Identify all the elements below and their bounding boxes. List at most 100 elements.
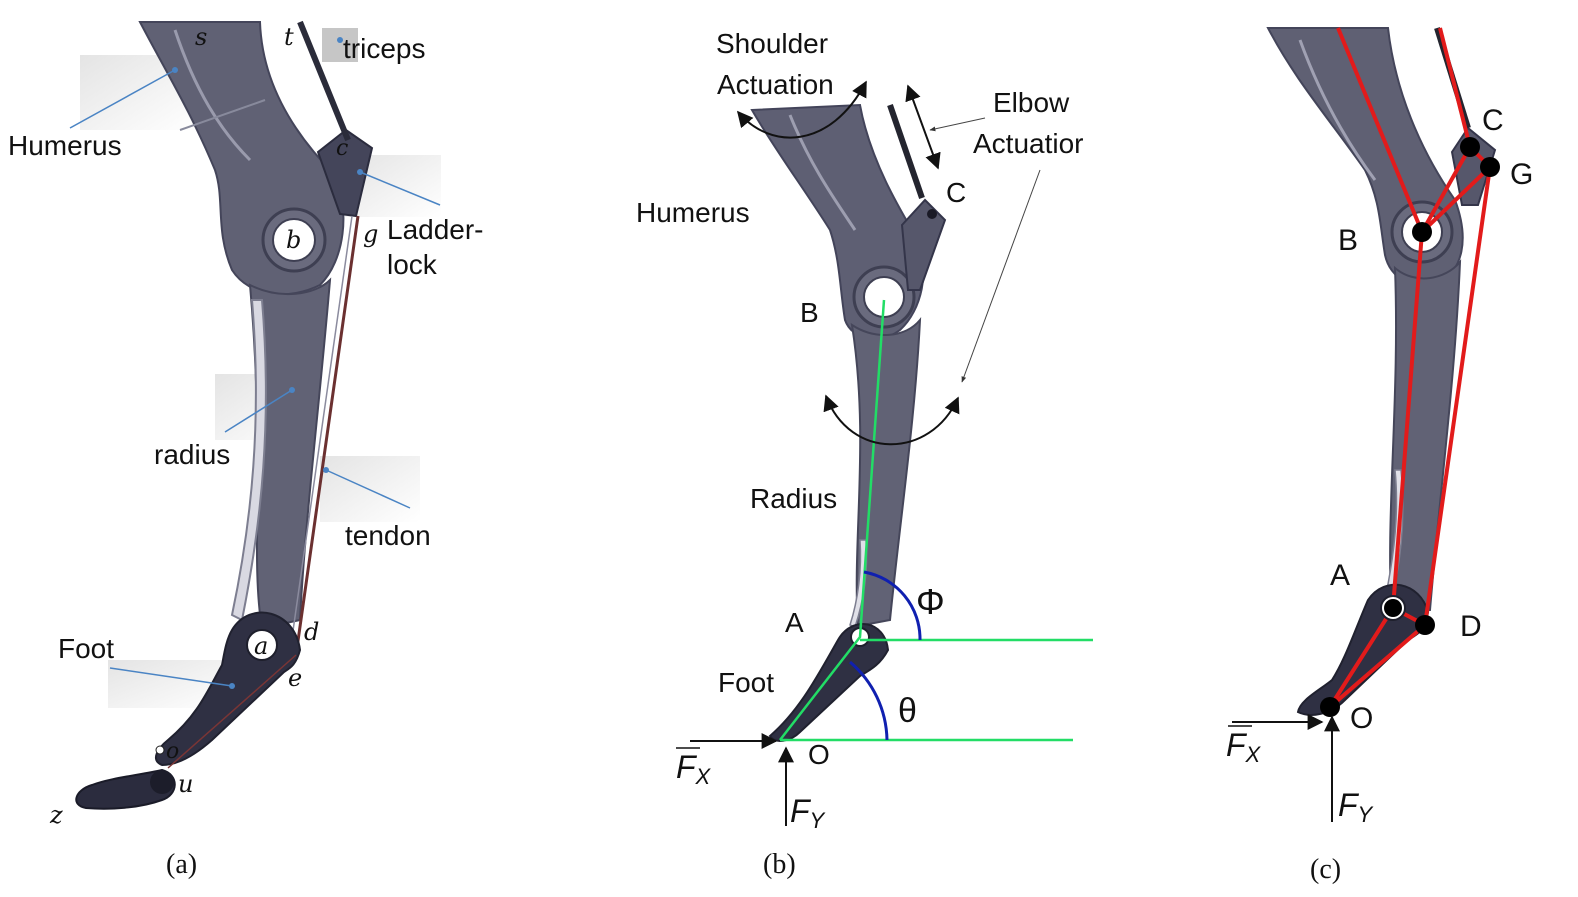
ladderlock-b-shape — [900, 198, 947, 291]
humerus-callout-dot — [172, 67, 178, 73]
point-z-label: z — [49, 801, 63, 829]
caption-c: (c) — [1310, 854, 1341, 885]
link-D-O — [1328, 623, 1427, 709]
joint-A-c-dot — [1384, 599, 1402, 617]
point-s-label: s — [195, 23, 207, 51]
humerus-b-highlight — [788, 114, 857, 231]
point-D-c-label: D — [1460, 610, 1482, 643]
theta-label: θ — [898, 692, 917, 730]
ladderlock-callout-dot — [357, 169, 363, 175]
ankle-joint-hole — [246, 629, 278, 661]
point-B-b-label: B — [800, 297, 819, 328]
triceps-callout-dot — [337, 37, 343, 43]
foot-b-shape — [768, 623, 890, 742]
joint-G-c-dot — [1480, 157, 1500, 177]
shoulder-actuation-arrow — [736, 80, 867, 139]
phi-label: Φ — [916, 581, 945, 622]
panel-b: Φ θ FX FY Shoulder Actuation Elbow Actua… — [636, 28, 1093, 880]
tendon-label: tendon — [345, 520, 431, 551]
point-t-label: t — [284, 23, 294, 51]
link-B-G — [1420, 165, 1492, 234]
elbow-pointer-line — [929, 117, 986, 132]
point-a-label: a — [254, 632, 268, 660]
panel-a: Humerus triceps Ladder- lock radius tend… — [8, 20, 484, 880]
link-top-left — [1336, 27, 1424, 233]
fx-label-c: FX — [1226, 727, 1262, 767]
point-c-b-dot — [927, 209, 937, 219]
fx-label-b: FX — [676, 749, 712, 789]
caption-b: (b) — [763, 849, 796, 880]
foot-callout-dot — [229, 683, 235, 689]
joint-C-c-dot — [1460, 137, 1480, 157]
fy-label-b: FY — [790, 793, 826, 833]
radius-callout-line — [224, 389, 293, 433]
tendon-callout-dot — [323, 467, 329, 473]
foot-callout-line — [109, 667, 233, 687]
humerus-edge-highlight — [173, 29, 252, 162]
humerus-label: Humerus — [8, 130, 122, 161]
humerus-c-highlight — [1298, 39, 1377, 181]
radius-callout-dot — [289, 387, 295, 393]
tendon-line-shadow — [289, 215, 353, 653]
humerus-callout-line — [69, 69, 176, 129]
point-G-c-label: G — [1510, 158, 1533, 191]
tendon-callout-box — [320, 456, 420, 522]
radius-label: radius — [154, 439, 230, 470]
humerus-b-label: Humerus — [636, 197, 750, 228]
ladderlock-shape — [316, 128, 374, 218]
point-u-label: u — [178, 770, 193, 798]
elbow-label-2: Actuatior — [973, 128, 1084, 159]
elbow-actuation-arrow — [905, 84, 941, 170]
joint-o-hole — [155, 745, 165, 755]
phi-angle-arc — [863, 570, 922, 641]
point-C-b-label: C — [946, 177, 966, 208]
knee-rotation-arrow — [823, 394, 960, 446]
ladderlock-label-2: lock — [387, 249, 438, 280]
point-b-label: b — [286, 226, 301, 254]
shoulder-label-2: Actuation — [717, 69, 834, 100]
triceps-label: triceps — [343, 33, 425, 64]
point-g-label: g — [363, 220, 378, 248]
ladderlock-label-1: Ladder- — [387, 214, 484, 245]
tendon-foot-segment — [167, 654, 297, 769]
shoulder-label-1: Shoulder — [716, 28, 828, 59]
radius-b-label: Radius — [750, 483, 837, 514]
link-B-C — [1420, 146, 1472, 233]
theta-angle-arc — [849, 660, 889, 741]
elbow-joint-hole — [272, 218, 316, 262]
tendon-callout-line — [325, 469, 411, 509]
link-A-O — [1328, 606, 1395, 709]
panel-c: FX FY C G B A D O (c) — [1226, 27, 1533, 885]
point-A-c-label: A — [1330, 559, 1350, 592]
point-C-c-label: C — [1482, 104, 1504, 137]
elbow-cable-b — [887, 104, 925, 199]
foot-label: Foot — [58, 633, 114, 664]
point-e-label: e — [288, 664, 302, 692]
joint-O-c-dot — [1320, 697, 1340, 717]
elbow-label-1: Elbow — [993, 87, 1070, 118]
joint-B-c-dot — [1412, 222, 1432, 242]
foot-b-label: Foot — [718, 667, 774, 698]
link-top-right — [1438, 27, 1472, 148]
point-o-label: o — [166, 739, 179, 764]
humerus-segment-line — [179, 99, 266, 131]
elbow-pointer-line-2 — [961, 169, 1041, 383]
point-c-label: c — [336, 136, 348, 161]
point-B-c-label: B — [1338, 224, 1358, 257]
point-A-b-label: A — [785, 607, 804, 638]
point-O-b-label: O — [808, 739, 830, 770]
fy-label-c: FY — [1338, 787, 1374, 827]
toe-shape — [75, 768, 176, 810]
toe-joint-u — [150, 770, 174, 794]
triceps-callout-box — [322, 28, 358, 62]
ladderlock-callout-line — [359, 171, 441, 206]
point-d-label: d — [304, 618, 319, 646]
foot-c-shape — [1296, 583, 1430, 716]
link-G-D — [1423, 166, 1492, 626]
link-B-A — [1391, 231, 1424, 609]
tendon-line — [294, 215, 360, 656]
caption-a: (a) — [166, 849, 197, 880]
triceps-cable — [297, 20, 351, 142]
joint-D-c-dot — [1415, 615, 1435, 635]
